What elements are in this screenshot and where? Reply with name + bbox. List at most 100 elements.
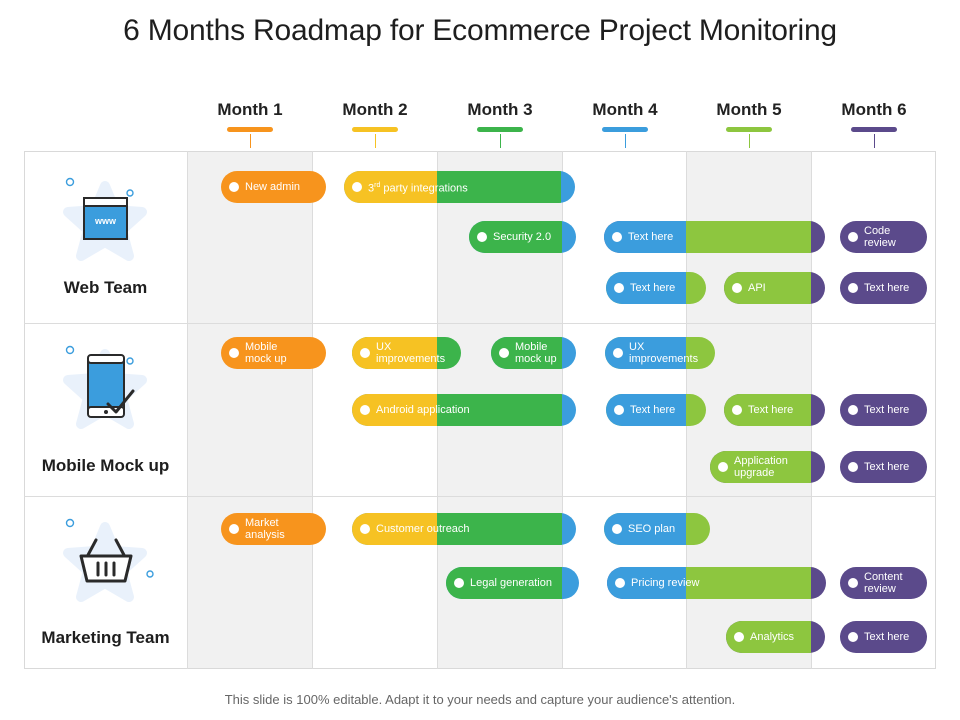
task-label: Application upgrade (734, 455, 788, 479)
month-label: Month 4 (592, 100, 658, 119)
task-knob (454, 578, 464, 588)
task-knob (848, 462, 858, 472)
task-label: UX improvements (629, 341, 699, 365)
task-knob (732, 405, 742, 415)
task-segment-month-3 (437, 171, 561, 203)
task-pill[interactable]: Text here (604, 221, 825, 253)
smartphone-check-icon (63, 345, 147, 429)
task-knob (848, 632, 858, 642)
task-segment-month-3 (437, 513, 562, 545)
task-pill[interactable]: Code review (840, 221, 927, 253)
task-pill[interactable]: Text here (840, 451, 927, 483)
team-name-mobile: Mobile Mock up (41, 456, 170, 475)
task-segment-month-3 (437, 394, 562, 426)
task-knob (614, 283, 624, 293)
task-pill[interactable]: UX improvements (352, 337, 461, 369)
task-knob (615, 578, 625, 588)
task-label: Text here (864, 404, 910, 416)
task-pill[interactable]: Content review (840, 567, 927, 599)
task-knob (477, 232, 487, 242)
task-label: Market analysis (245, 517, 285, 541)
task-pill[interactable]: 3rd party integrations (344, 171, 575, 203)
month-header-3: Month 3 (445, 100, 555, 148)
browser-www-icon: www (63, 177, 147, 261)
task-knob (612, 232, 622, 242)
task-pill[interactable]: New admin (221, 171, 326, 203)
task-knob (360, 348, 370, 358)
task-knob (848, 578, 858, 588)
task-pill[interactable]: Mobile mock up (221, 337, 326, 369)
task-label: SEO plan (628, 523, 676, 535)
task-pill[interactable]: Market analysis (221, 513, 326, 545)
month-color-bar (851, 127, 897, 132)
task-label: Text here (864, 631, 910, 643)
task-pill[interactable]: Text here (606, 272, 706, 304)
month-tick (625, 134, 626, 148)
month-header-5: Month 5 (694, 100, 804, 148)
month-color-bar (726, 127, 772, 132)
month-color-bar (602, 127, 648, 132)
month-tick (749, 134, 750, 148)
page-title: 6 Months Roadmap for Ecommerce Project M… (123, 14, 837, 47)
month-label: Month 2 (342, 100, 408, 119)
month-tick (874, 134, 875, 148)
task-knob (614, 405, 624, 415)
svg-text:www: www (94, 216, 117, 226)
task-pill[interactable]: Text here (724, 394, 825, 426)
month-header-1: Month 1 (195, 100, 305, 148)
task-pill[interactable]: Text here (606, 394, 706, 426)
team-name-web: Web Team (63, 278, 148, 297)
task-pill[interactable]: Legal generation (446, 567, 579, 599)
task-knob (360, 405, 370, 415)
task-pill[interactable]: API (724, 272, 825, 304)
task-pill[interactable]: Android application (352, 394, 576, 426)
task-label: Text here (628, 231, 674, 243)
task-segment-month-5 (686, 221, 811, 253)
task-label: Security 2.0 (493, 231, 552, 243)
task-knob (499, 348, 509, 358)
month-color-bar (227, 127, 273, 132)
task-pill[interactable]: Text here (840, 272, 927, 304)
task-label: Android application (376, 404, 470, 416)
team-name-marketing: Marketing Team (41, 628, 170, 647)
task-knob (613, 348, 623, 358)
task-knob (732, 283, 742, 293)
task-pill[interactable]: Customer outreach (352, 513, 576, 545)
task-label: Text here (864, 461, 910, 473)
task-label: Pricing review (631, 577, 700, 589)
task-knob (229, 524, 239, 534)
month-header-2: Month 2 (320, 100, 430, 148)
row-divider (24, 496, 936, 497)
task-label: Mobile mock up (245, 341, 287, 365)
month-header-4: Month 4 (570, 100, 680, 148)
task-label: Analytics (750, 631, 795, 643)
task-label: UX improvements (376, 341, 446, 365)
task-segment-month-3 (446, 567, 562, 599)
task-knob (229, 182, 239, 192)
task-knob (848, 232, 858, 242)
row-divider (24, 323, 936, 324)
month-tick (500, 134, 501, 148)
task-pill[interactable]: Analytics (726, 621, 825, 653)
month-tick (250, 134, 251, 148)
task-pill[interactable]: Mobile mock up (491, 337, 576, 369)
task-pill[interactable]: Security 2.0 (469, 221, 576, 253)
task-label: Code review (864, 225, 896, 249)
task-pill[interactable]: Application upgrade (710, 451, 825, 483)
task-pill[interactable]: UX improvements (605, 337, 715, 369)
task-pill[interactable]: Text here (840, 394, 927, 426)
task-knob (848, 283, 858, 293)
task-pill[interactable]: Pricing review (607, 567, 826, 599)
task-knob (848, 405, 858, 415)
task-pill[interactable]: SEO plan (604, 513, 710, 545)
task-label: Text here (630, 404, 676, 416)
task-label: API (748, 282, 766, 294)
task-knob (718, 462, 728, 472)
task-label: 3rd party integrations (368, 181, 468, 195)
task-pill[interactable]: Text here (840, 621, 927, 653)
task-label: Mobile mock up (515, 341, 557, 365)
month-label: Month 5 (716, 100, 782, 119)
month-label: Month 3 (467, 100, 533, 119)
task-label: Text here (864, 282, 910, 294)
month-1-column-shade (187, 151, 312, 669)
